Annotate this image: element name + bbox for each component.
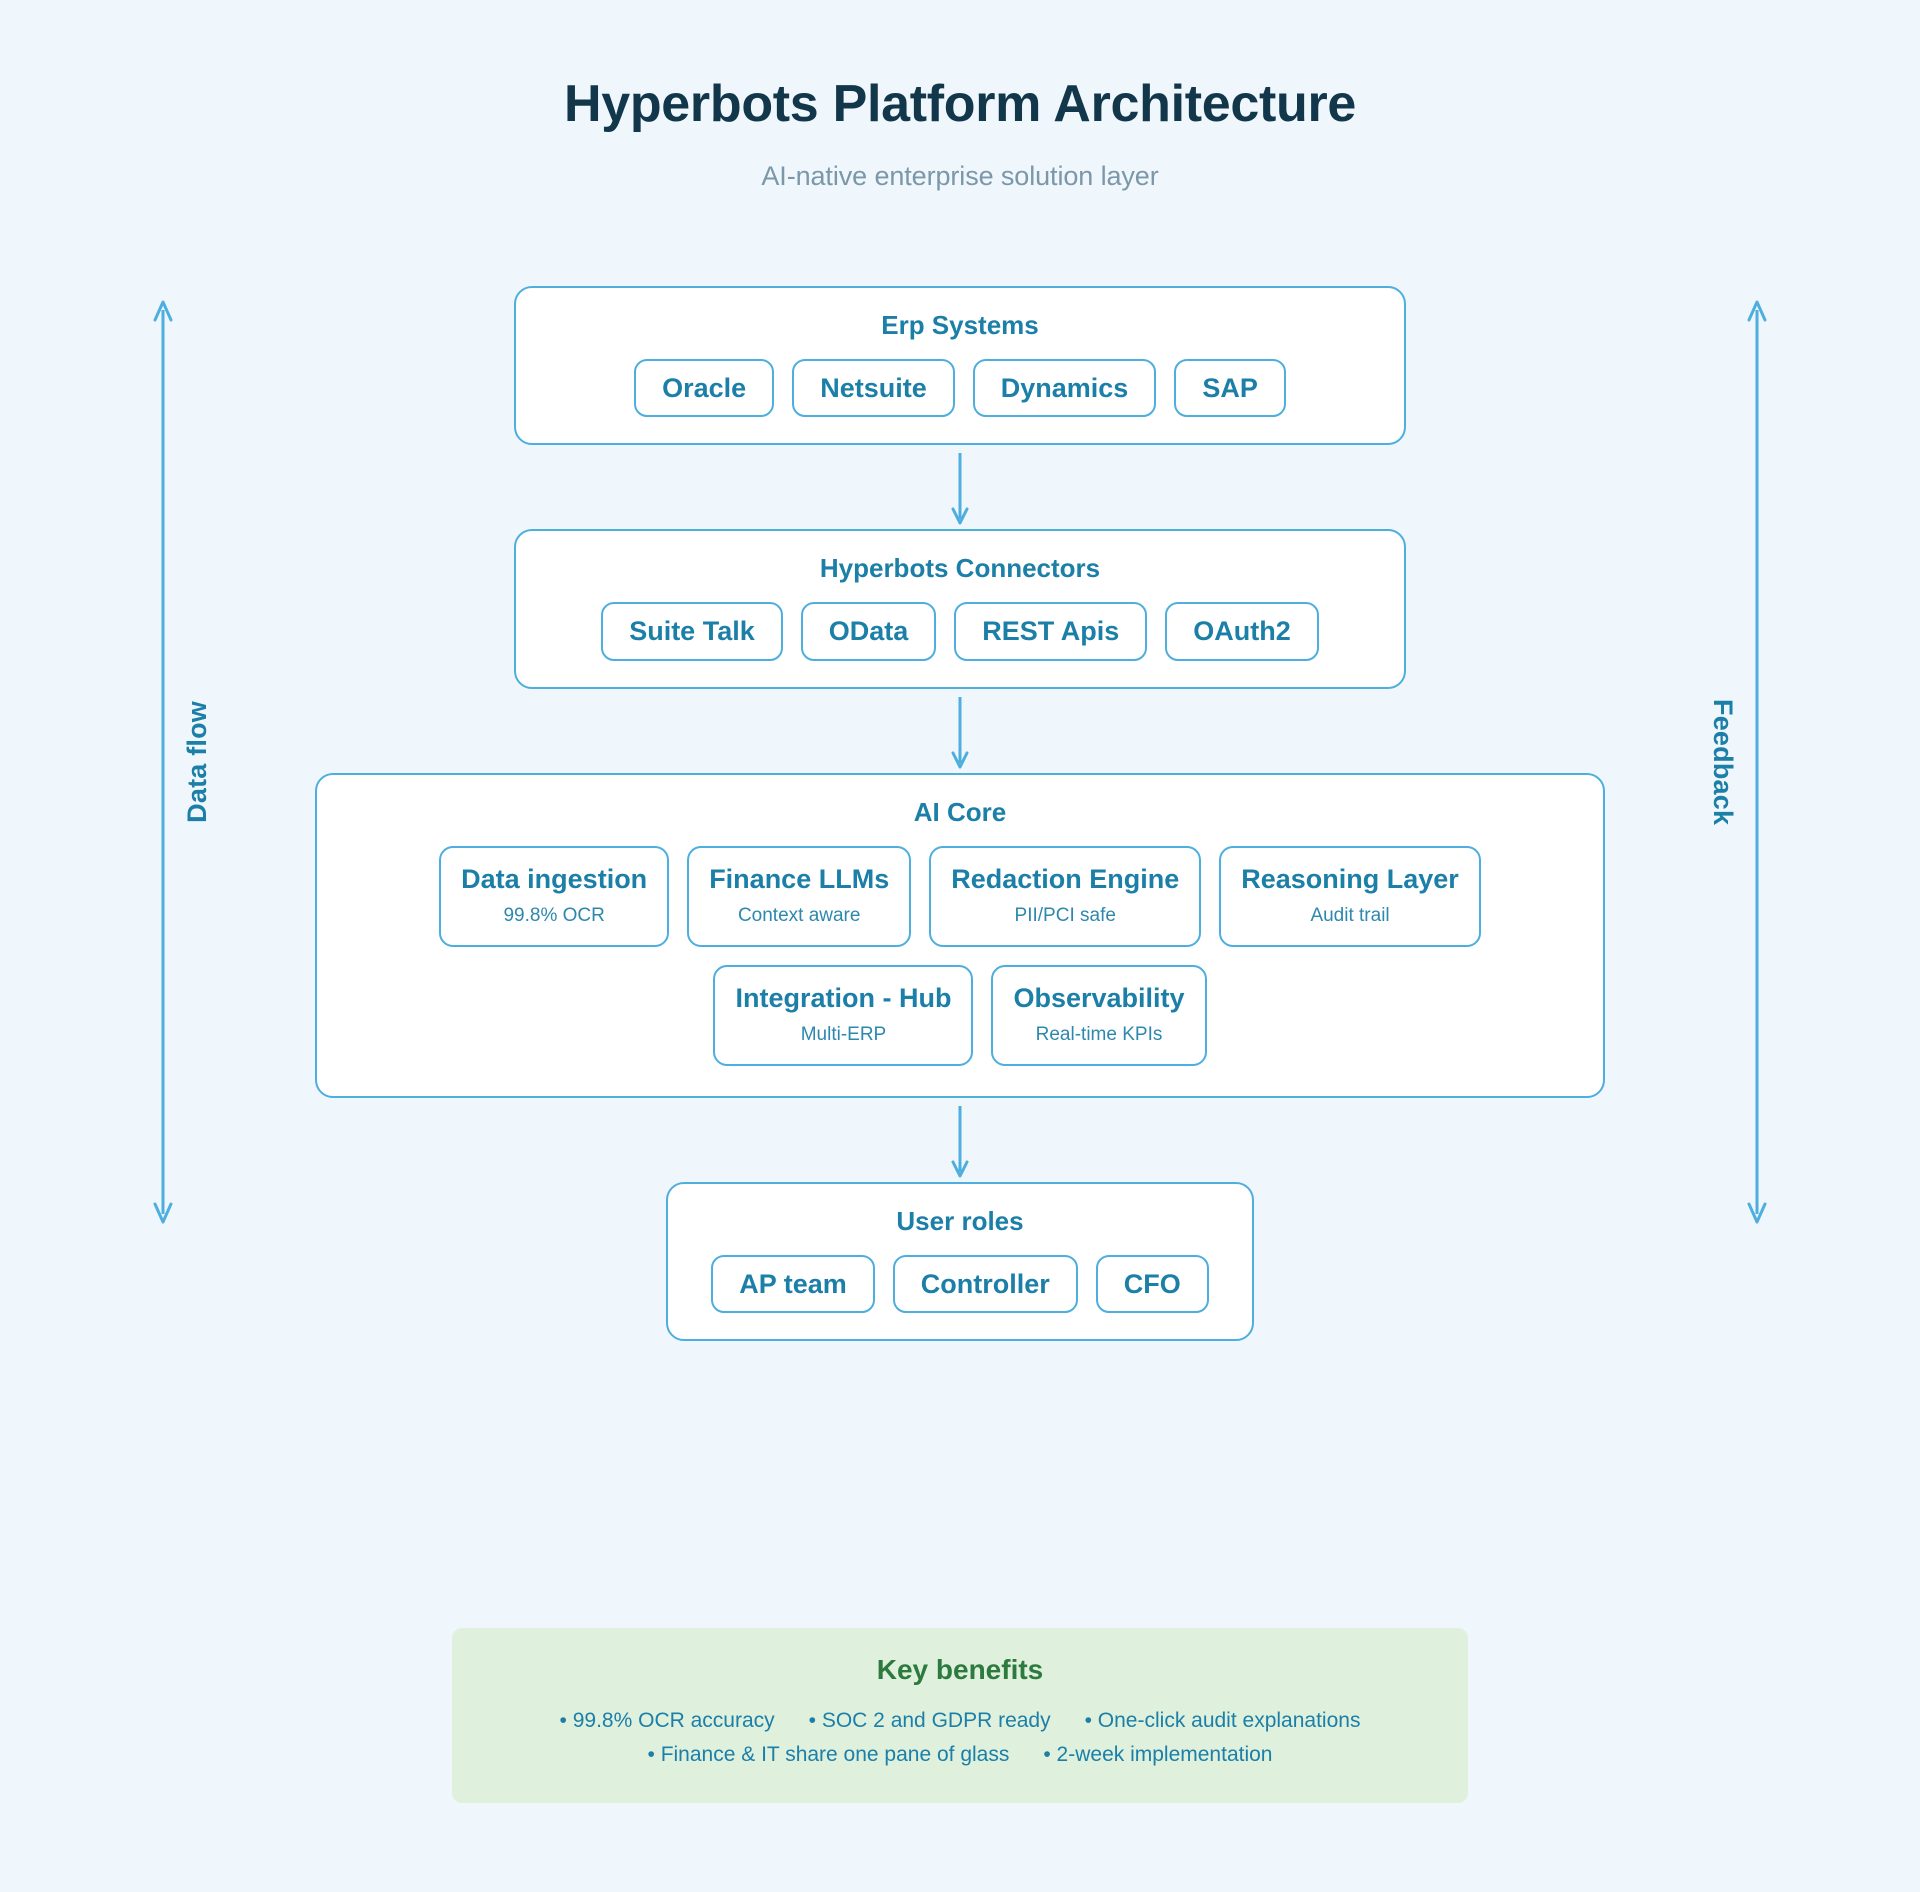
benefit-item: One-click audit explanations — [1085, 1704, 1361, 1738]
card-title: Reasoning Layer — [1241, 863, 1459, 894]
connector-chip-row: Suite Talk OData REST Apis OAuth2 — [601, 602, 1319, 661]
card-subtitle: 99.8% OCR — [503, 904, 605, 926]
card-subtitle: Audit trail — [1310, 904, 1390, 926]
card-redaction-engine[interactable]: Redaction Engine PII/PCI safe — [929, 845, 1202, 947]
card-finance-llms[interactable]: Finance LLMs Context aware — [687, 845, 912, 947]
erp-chip-row: Oracle Netsuite Dynamics SAP — [634, 359, 1286, 418]
diagram-header: Hyperbots Platform Architecture AI-nativ… — [0, 0, 1920, 192]
page-title: Hyperbots Platform Architecture — [563, 75, 1357, 133]
ai-core-row-1: Data ingestion 99.8% OCR Finance LLMs Co… — [343, 845, 1577, 947]
feedback-arrow: Feedback — [1707, 296, 1770, 1228]
layer-user-roles: User roles AP team Controller CFO — [666, 1181, 1254, 1342]
card-observability[interactable]: Observability Real-time KPIs — [991, 964, 1207, 1066]
chip-ap-team[interactable]: AP team — [711, 1254, 875, 1314]
card-subtitle: Multi-ERP — [800, 1023, 887, 1045]
arrow-down-icon — [951, 453, 969, 525]
chip-odata[interactable]: OData — [800, 602, 937, 661]
page-subtitle: AI-native enterprise solution layer — [761, 161, 1159, 192]
connector-arrow-erp-to-connectors — [951, 445, 969, 529]
key-benefits-panel: Key benefits 99.8% OCR accuracy SOC 2 an… — [452, 1628, 1468, 1804]
key-benefits-line-1: 99.8% OCR accuracy SOC 2 and GDPR ready … — [482, 1704, 1438, 1738]
chip-cfo[interactable]: CFO — [1095, 1254, 1209, 1314]
user-roles-chip-row: AP team Controller CFO — [711, 1254, 1209, 1314]
arrow-down-icon — [951, 1105, 969, 1178]
chip-sap[interactable]: SAP — [1174, 359, 1286, 418]
layer-title-ai-core: AI Core — [913, 796, 1007, 827]
chip-dynamics[interactable]: Dynamics — [972, 359, 1157, 418]
card-title: Redaction Engine — [951, 863, 1180, 894]
connector-arrow-core-to-roles — [951, 1098, 969, 1182]
card-subtitle: Context aware — [737, 904, 861, 926]
feedback-arrow-icon — [1744, 296, 1770, 1228]
layer-title-connectors: Hyperbots Connectors — [819, 553, 1101, 584]
key-benefits-line-2: Finance & IT share one pane of glass 2-w… — [482, 1738, 1438, 1772]
layer-title-user-roles: User roles — [896, 1205, 1024, 1236]
data-flow-label: Data flow — [182, 701, 212, 823]
chip-oracle[interactable]: Oracle — [634, 359, 775, 418]
card-title: Finance LLMs — [709, 863, 890, 894]
card-title: Data ingestion — [461, 863, 648, 894]
chip-controller[interactable]: Controller — [892, 1254, 1078, 1314]
card-title: Integration - Hub — [735, 982, 952, 1013]
card-reasoning-layer[interactable]: Reasoning Layer Audit trail — [1219, 845, 1481, 947]
arrow-down-icon — [951, 696, 969, 769]
chip-netsuite[interactable]: Netsuite — [792, 359, 955, 418]
layer-ai-core: AI Core Data ingestion 99.8% OCR Finance… — [315, 772, 1605, 1098]
card-integration-hub[interactable]: Integration - Hub Multi-ERP — [713, 964, 974, 1066]
key-benefits-title: Key benefits — [876, 1654, 1044, 1685]
card-title: Observability — [1013, 982, 1185, 1013]
card-data-ingestion[interactable]: Data ingestion 99.8% OCR — [439, 845, 670, 947]
connector-arrow-connectors-to-core — [951, 689, 969, 773]
data-flow-arrow: Data flow — [150, 296, 213, 1228]
card-subtitle: PII/PCI safe — [1014, 904, 1116, 926]
benefit-item: Finance & IT share one pane of glass — [648, 1738, 1010, 1772]
layer-stack: Erp Systems Oracle Netsuite Dynamics SAP… — [300, 286, 1620, 1342]
layer-title-erp: Erp Systems — [881, 310, 1039, 340]
benefit-item: 2-week implementation — [1043, 1738, 1273, 1772]
layer-hyperbots-connectors: Hyperbots Connectors Suite Talk OData RE… — [514, 529, 1406, 689]
card-subtitle: Real-time KPIs — [1035, 1023, 1163, 1045]
chip-oauth2[interactable]: OAuth2 — [1165, 602, 1319, 661]
chip-suite-talk[interactable]: Suite Talk — [601, 602, 783, 661]
benefit-item: 99.8% OCR accuracy — [560, 1704, 775, 1738]
feedback-label: Feedback — [1708, 698, 1738, 826]
benefit-item: SOC 2 and GDPR ready — [809, 1704, 1051, 1738]
ai-core-row-2: Integration - Hub Multi-ERP Observabilit… — [343, 964, 1577, 1066]
data-flow-arrow-icon — [150, 296, 176, 1228]
chip-rest-apis[interactable]: REST Apis — [954, 602, 1148, 661]
layer-erp-systems: Erp Systems Oracle Netsuite Dynamics SAP — [514, 286, 1406, 446]
